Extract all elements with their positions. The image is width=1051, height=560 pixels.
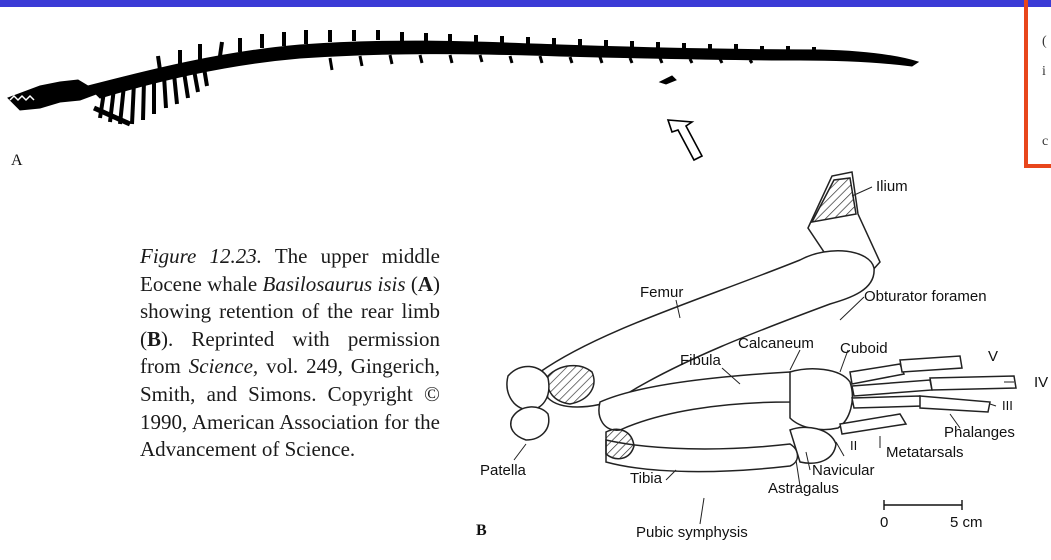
caption-text-2: ( — [406, 272, 418, 296]
panel-a-letter: A — [11, 152, 23, 170]
label-patella: Patella — [480, 462, 526, 479]
whale-skeleton — [8, 30, 918, 124]
label-tibia: Tibia — [630, 470, 662, 487]
limb-arrow — [668, 120, 702, 160]
caption-journal: Science, — [189, 354, 258, 378]
scale-five-cm-label: 5 cm — [950, 514, 983, 531]
scale-bar — [884, 500, 962, 510]
label-navicular: Navicular — [812, 462, 875, 479]
label-obturator-foramen: Obturator foramen — [864, 288, 987, 305]
label-metatarsals: Metatarsals — [886, 444, 964, 461]
hind-limb — [507, 172, 1016, 472]
caption-figure-label: Figure 12.23. — [140, 244, 262, 268]
label-ilium: Ilium — [876, 178, 908, 195]
label-digit-ii: II — [850, 438, 857, 453]
panel-b-letter: B — [476, 522, 487, 540]
label-astragalus: Astragalus — [768, 480, 839, 497]
label-digit-iv: IV — [1034, 374, 1048, 391]
caption-a: A — [418, 272, 433, 296]
label-pubic-symphysis: Pubic symphysis — [636, 524, 748, 541]
label-cuboid: Cuboid — [840, 340, 888, 357]
label-digit-v: V — [988, 348, 998, 365]
figure-caption: Figure 12.23. The upper middle Eocene wh… — [140, 243, 440, 464]
caption-b: B — [147, 327, 161, 351]
label-femur: Femur — [640, 284, 683, 301]
label-digit-iii: III — [1002, 398, 1013, 413]
scale-zero-label: 0 — [880, 514, 888, 531]
caption-genus: Basil­osaurus isis — [263, 272, 406, 296]
label-calcaneum: Calcaneum — [738, 335, 814, 352]
label-fibula: Fibula — [680, 352, 721, 369]
label-phalanges: Phalanges — [944, 424, 1015, 441]
